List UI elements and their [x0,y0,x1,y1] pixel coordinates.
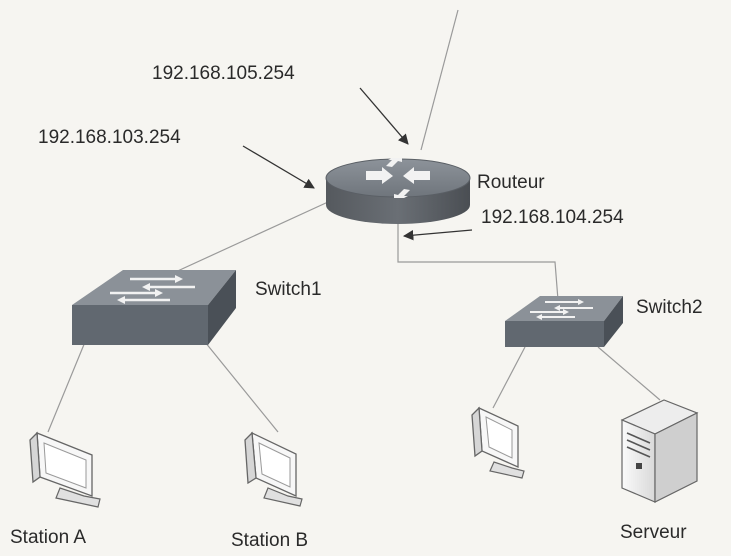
wan-ip-label: 192.168.105.254 [152,63,295,84]
wan-link [420,9,459,151]
switch1-icon [72,270,236,345]
station-b-label: Station B [231,530,309,551]
switch1-ip-arrow [242,145,315,189]
network-links [47,9,661,433]
switch1-label: Switch1 [255,279,322,300]
router-switch1-link [157,201,329,281]
switch2-ip-arrow [402,229,473,241]
switch2-label: Switch2 [636,297,703,318]
station-a-label: Station A [10,527,87,548]
wan-ip-arrow [359,87,409,145]
station-b-monitor-icon [244,431,303,507]
server-label: Serveur [620,522,687,543]
switch2-server-link [597,346,661,401]
switch2-pc-link [492,346,526,409]
switch1-station-b-link [204,341,279,433]
switch2-icon [505,296,623,347]
switch1-ip-label: 192.168.103.254 [38,127,181,148]
station-a-monitor-icon [29,431,101,508]
server-tower-icon [620,399,699,503]
router-switch2-link [397,222,559,301]
router-label: Routeur [477,172,545,193]
router-icon [325,158,471,224]
switch1-station-a-link [47,341,86,433]
switch2-ip-label: 192.168.104.254 [481,207,624,228]
switch2-pc-monitor-icon [471,406,525,479]
ip-arrows [242,87,473,241]
